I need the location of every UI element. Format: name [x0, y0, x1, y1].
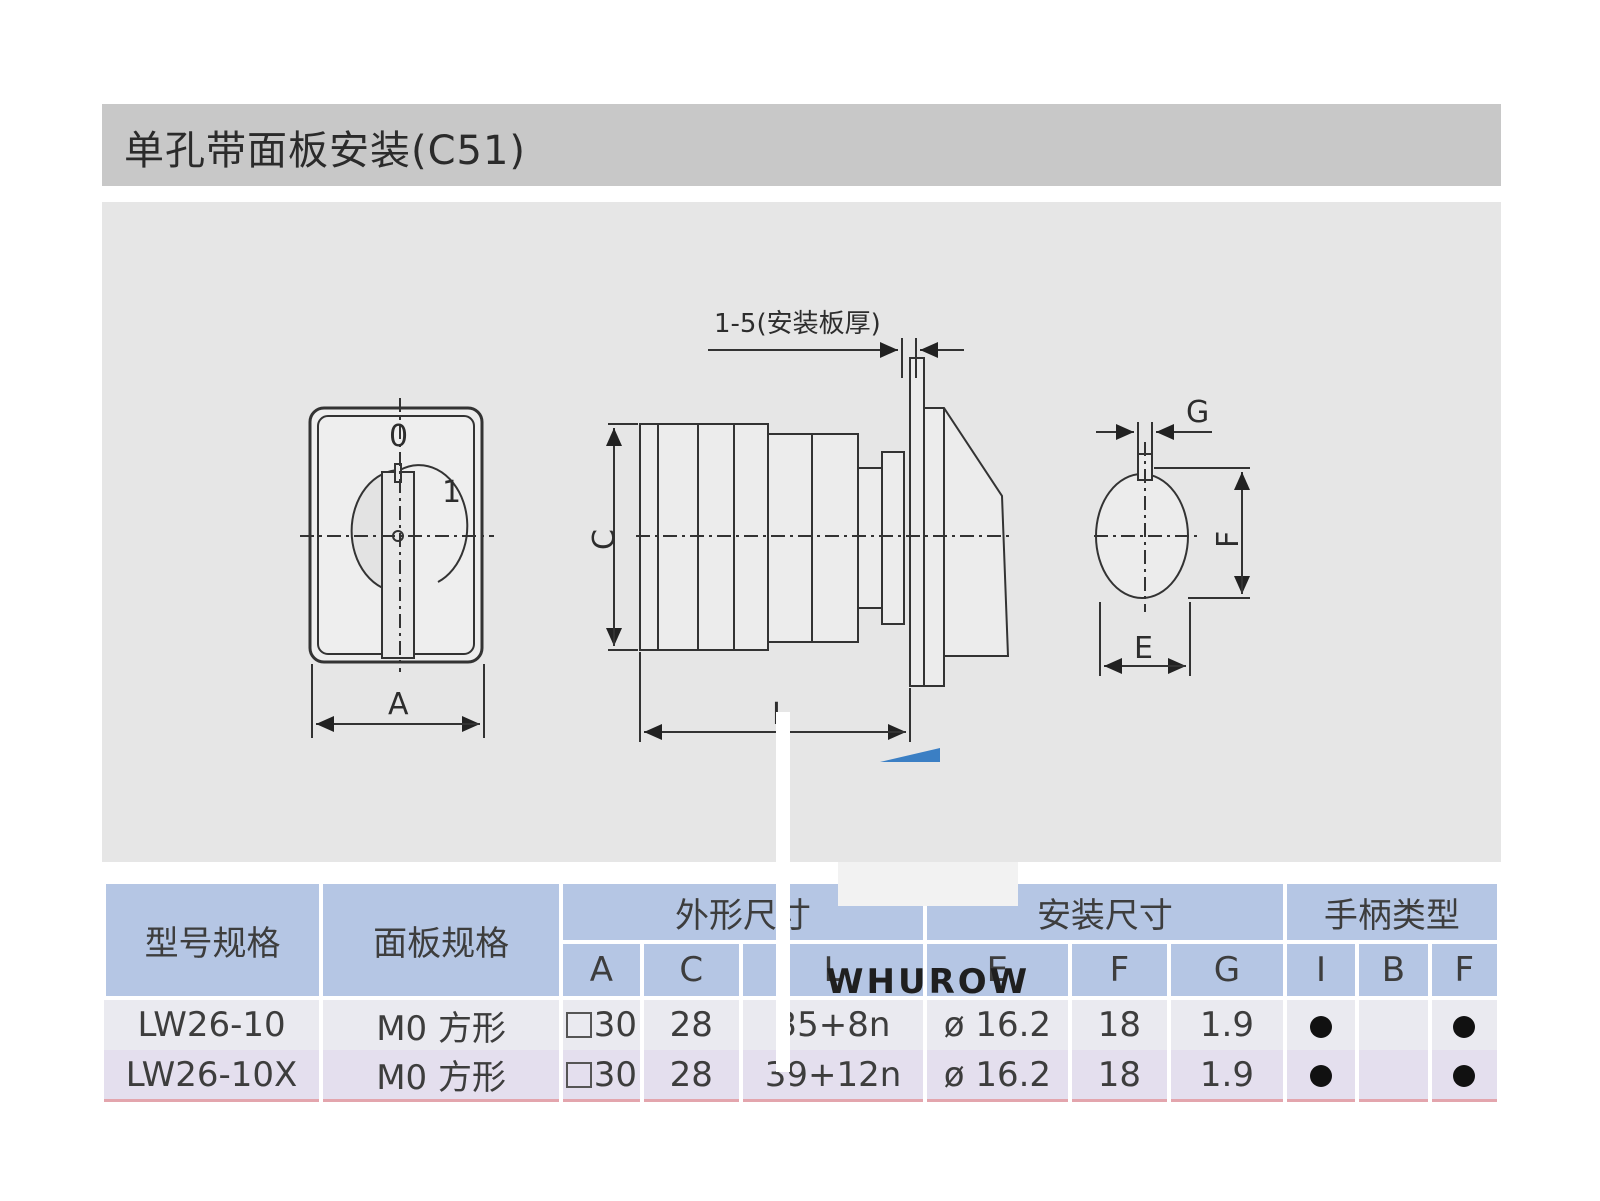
table-row: LW26-10 M0 方形 30 28 35+8n ø 16.2 18 1.9 [104, 998, 1502, 1050]
cell-panel: M0 方形 [321, 998, 564, 1050]
dim-a-label: A [388, 687, 409, 722]
dot-icon [1453, 1015, 1476, 1038]
page-title: 单孔带面板安装(C51) [124, 128, 527, 174]
table-row: LW26-10X M0 方形 30 28 39+12n ø 16.2 18 1.… [104, 1050, 1502, 1102]
cell-handle-b [1357, 998, 1432, 1050]
cell-g: 1.9 [1169, 1050, 1287, 1102]
cell-handle-i [1284, 998, 1360, 1050]
hole-view [1094, 422, 1250, 676]
cell-c: 28 [641, 1050, 743, 1102]
cell-model: LW26-10X [104, 1050, 324, 1102]
dot-icon [1310, 1015, 1333, 1038]
cell-handle-b [1357, 1050, 1432, 1102]
overlay-strip [776, 712, 790, 1072]
header-mounting: 安装尺寸 [923, 880, 1287, 944]
cell-handle-f [1429, 998, 1502, 1050]
subheader-l: L [738, 940, 928, 1000]
subheader-g: G [1167, 940, 1287, 1000]
side-view [606, 338, 1012, 742]
square-icon [565, 1012, 592, 1038]
cell-a: 30 [561, 1050, 644, 1102]
header-model: 型号规格 [101, 880, 324, 1000]
position-1-label: 1 [442, 475, 461, 510]
drawing-svg: 0 1 A [300, 309, 1250, 762]
subheader-a: A [559, 940, 644, 1000]
cell-e: ø 16.2 [925, 1050, 1072, 1102]
dot-icon [1310, 1065, 1333, 1087]
technical-drawing: 0 1 A [102, 202, 1501, 862]
subheader-handle-b: B [1355, 940, 1432, 1000]
cell-f: 18 [1069, 1050, 1172, 1102]
subheader-e: E [923, 940, 1072, 1000]
title-bar: 单孔带面板安装(C51) [102, 104, 1501, 186]
cell-a-value: 30 [593, 1005, 637, 1045]
cell-g: 1.9 [1169, 998, 1287, 1050]
cell-a: 30 [561, 998, 644, 1050]
cell-f: 18 [1069, 998, 1172, 1050]
panel-thickness-label: 1-5(安装板厚) [714, 309, 881, 339]
dot-icon [1453, 1065, 1476, 1087]
front-view [300, 398, 494, 738]
position-0-label: 0 [389, 419, 408, 454]
cell-l: 35+8n [740, 998, 928, 1050]
subheader-f: F [1067, 940, 1172, 1000]
overlay-patch [838, 862, 1018, 906]
square-icon [565, 1061, 592, 1088]
watermark: WHUROW [826, 962, 1031, 1002]
cell-l: 39+12n [740, 1050, 928, 1102]
subheader-handle-f: F [1427, 940, 1502, 1000]
cell-model: LW26-10 [104, 998, 324, 1050]
blue-mark [880, 748, 940, 762]
header-handle: 手柄类型 [1282, 880, 1502, 944]
header-row-2: A C L E F G I B F [104, 940, 1502, 1000]
cell-handle-i [1284, 1050, 1360, 1102]
dim-g-label: G [1186, 395, 1209, 430]
dim-e-label: E [1134, 631, 1153, 666]
header-panel: 面板规格 [319, 880, 564, 1000]
cell-e: ø 16.2 [925, 998, 1072, 1050]
cell-a-value: 30 [593, 1054, 637, 1095]
dim-c-label: C [587, 529, 622, 550]
cell-panel: M0 方形 [321, 1050, 564, 1102]
subheader-handle-i: I [1282, 940, 1360, 1000]
spec-table: 型号规格 面板规格 外形尺寸 安装尺寸 手柄类型 A C L E F G I B… [101, 880, 1502, 1102]
cell-handle-f [1429, 1050, 1502, 1102]
cell-c: 28 [641, 998, 743, 1050]
header-row-1: 型号规格 面板规格 外形尺寸 安装尺寸 手柄类型 [101, 880, 1502, 1000]
dim-f-label: F [1211, 531, 1246, 548]
subheader-c: C [639, 940, 743, 1000]
